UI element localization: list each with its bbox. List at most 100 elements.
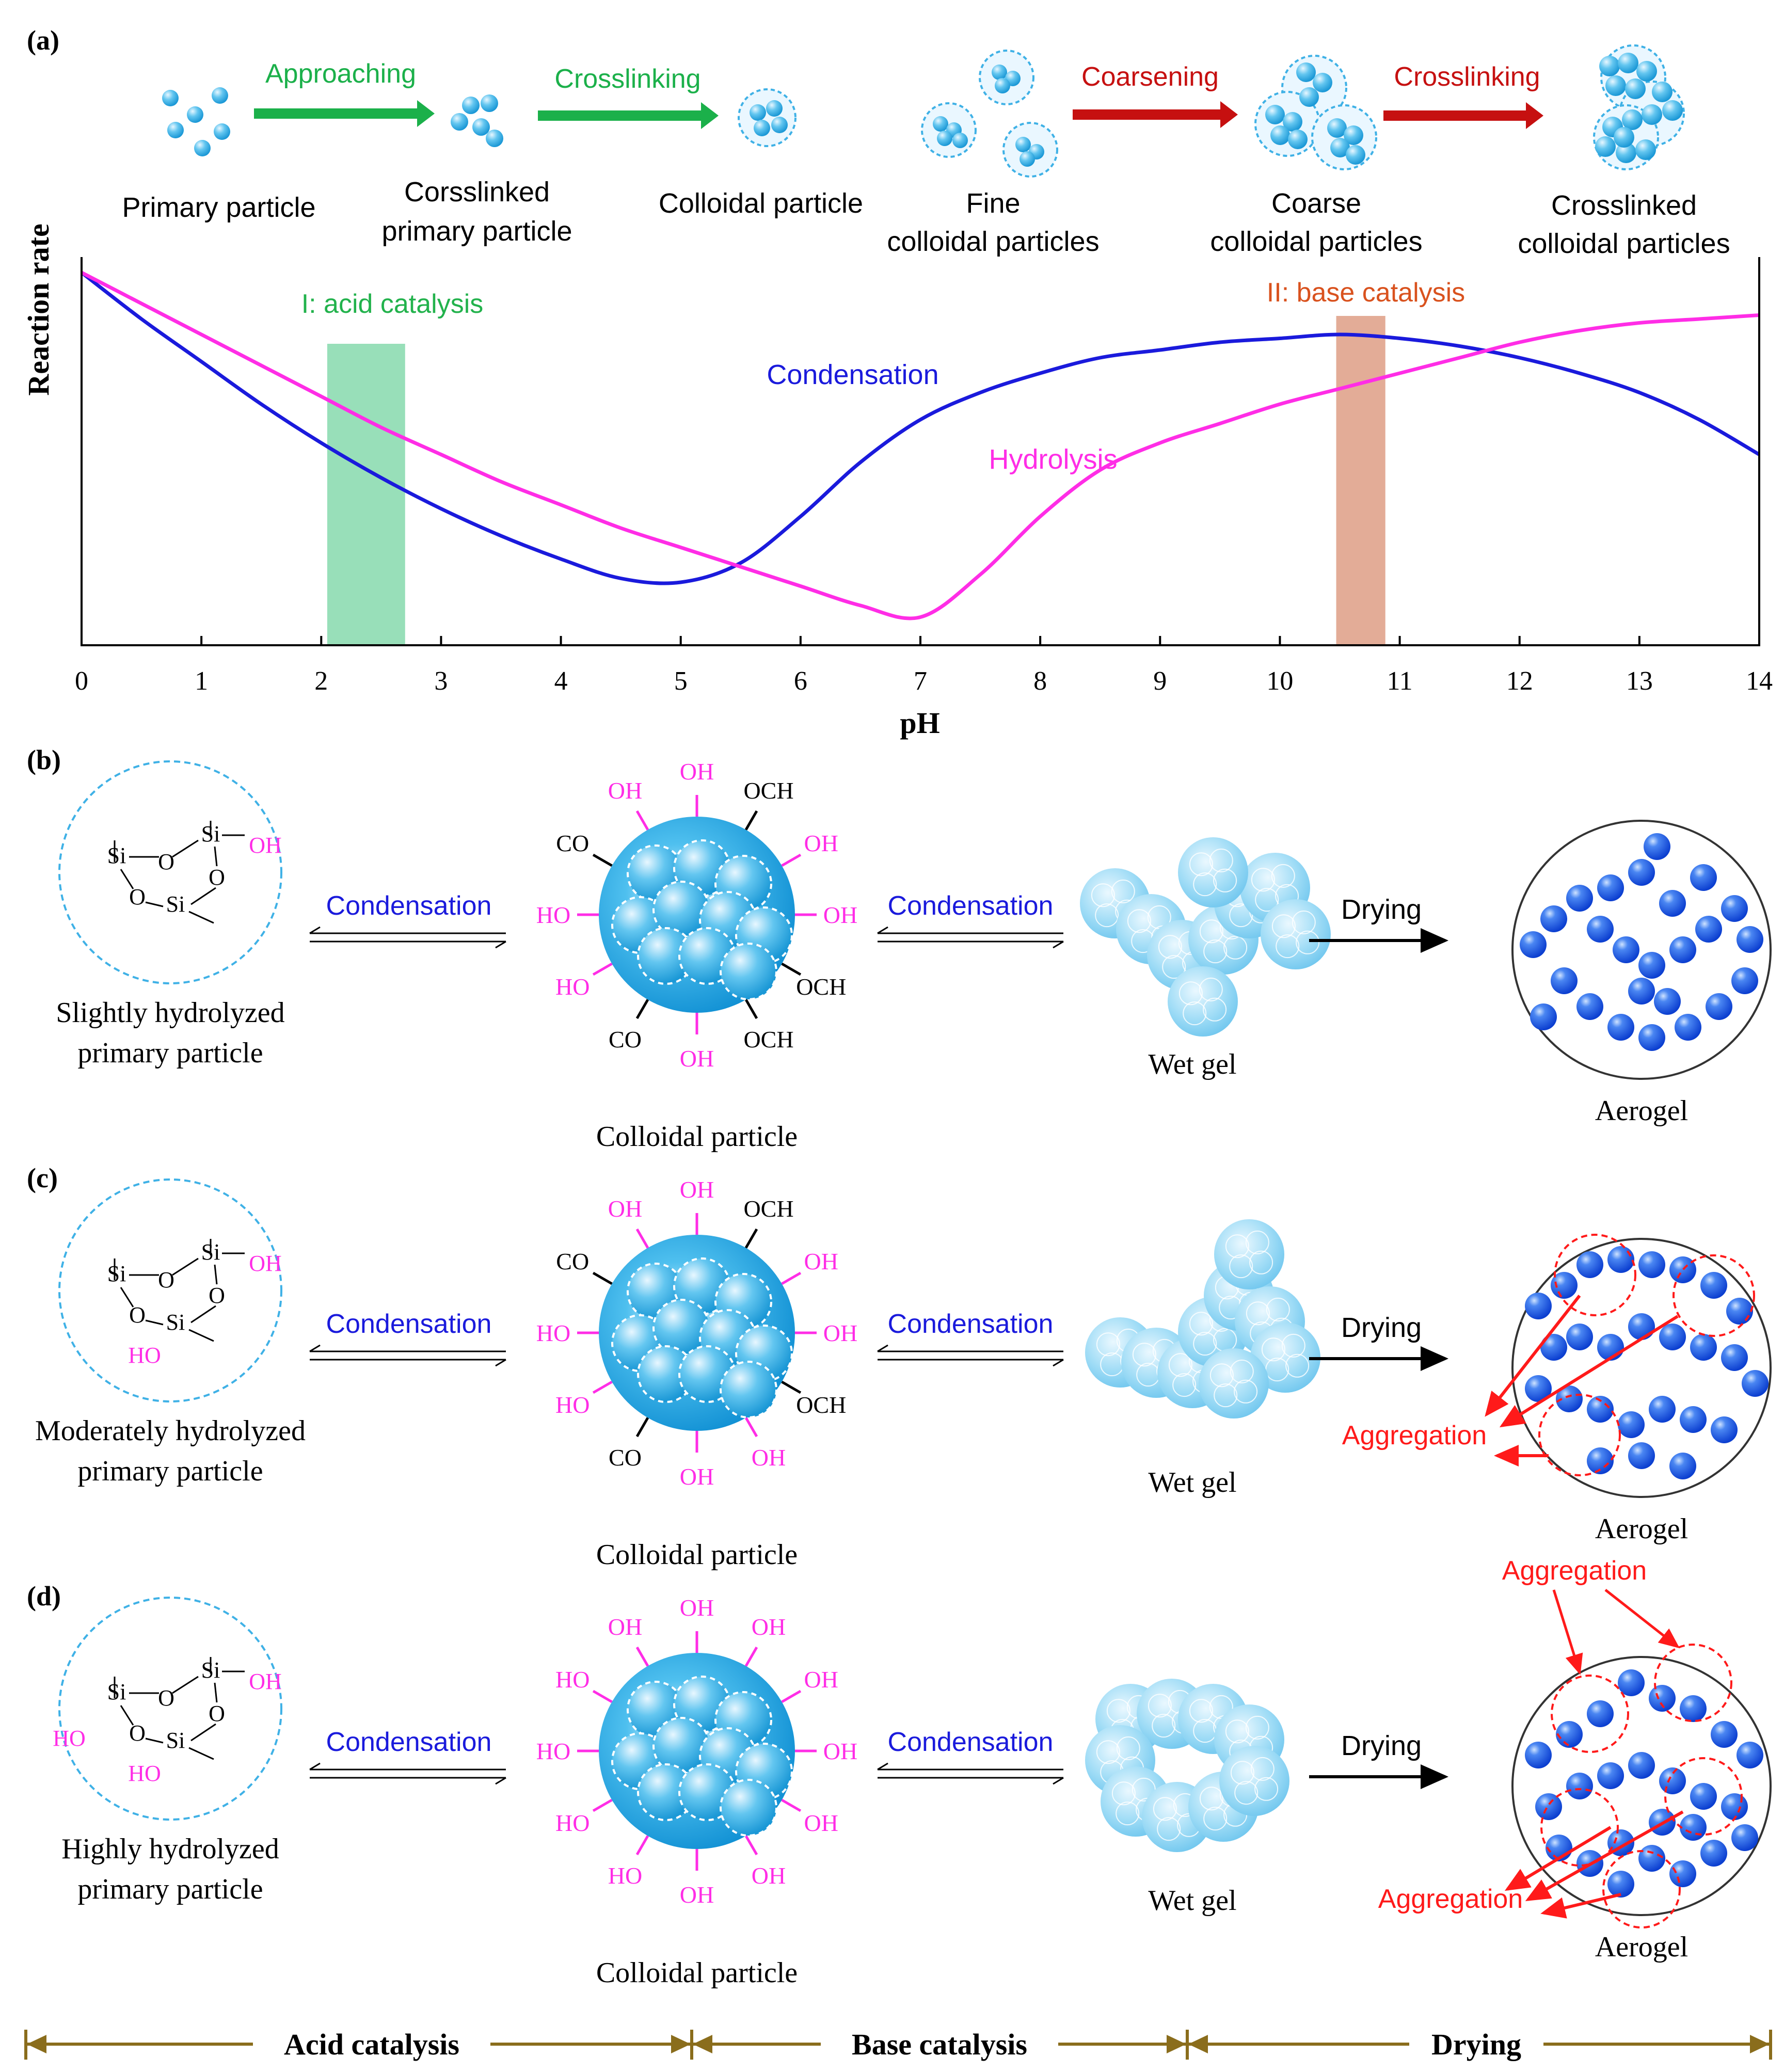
x-tick-label: 5 (674, 666, 688, 696)
aerogel-caption: Aerogel (1595, 1095, 1688, 1127)
aggregation-label: Aggregation (1378, 1884, 1523, 1914)
functional-group-label: CO (556, 1248, 589, 1274)
aerogel-particle (1654, 988, 1681, 1015)
label-acid-catalysis: I: acid catalysis (301, 289, 484, 319)
x-tick-label: 4 (554, 666, 568, 696)
caption-coarse-1: Coarse (1271, 188, 1361, 219)
aerogel-boundary (1511, 820, 1772, 1080)
label-coarsening: Coarsening (1081, 62, 1219, 92)
functional-group-label: OH (804, 830, 838, 856)
aerogel-particle (1525, 1742, 1552, 1768)
colloidal-caption: Colloidal particle (596, 1539, 798, 1571)
aggregation-label: Aggregation (1502, 1556, 1647, 1586)
aerogel-particle (1638, 952, 1665, 979)
functional-group-label: OH (608, 1614, 642, 1640)
aerogel-particle (1690, 1334, 1717, 1361)
aerogel-particle (1695, 916, 1722, 943)
functional-group-label: OH (752, 1862, 786, 1889)
aerogel-caption: Aerogel (1595, 1513, 1688, 1545)
functional-group-label: HO (555, 974, 590, 1000)
aerogel-particle (1628, 1313, 1655, 1340)
aerogel-boundary (1511, 1238, 1772, 1498)
functional-group-label: OCH (743, 777, 793, 804)
condensation-label-2: Condensation (888, 891, 1054, 921)
aggregation-circle (1664, 1757, 1743, 1836)
caption-crosslinked-primary-2: primary particle (381, 216, 572, 247)
functional-group-label: OH (804, 1810, 838, 1836)
aerogel-particle (1551, 1272, 1578, 1299)
aerogel-particle (1731, 1824, 1758, 1851)
aerogel-particle (1628, 978, 1655, 1005)
aggregation-circle (1551, 1675, 1629, 1753)
aerogel-particle (1607, 1871, 1634, 1898)
x-tick-label: 8 (1033, 666, 1047, 696)
bar-drying: Drying (1431, 2028, 1521, 2061)
caption-fine-2: colloidal particles (887, 226, 1099, 257)
x-tick-label: 3 (434, 666, 448, 696)
aerogel-particle (1680, 1406, 1707, 1433)
aggregation-circle (1672, 1254, 1755, 1337)
x-tick-label: 7 (914, 666, 927, 696)
arrow-crosslinking-1 (538, 102, 719, 129)
aerogel-particle (1530, 1003, 1557, 1030)
wet-gel-cluster (1085, 1219, 1320, 1418)
stage-crosslinked-primary-icon (451, 94, 503, 147)
aerogel-particle (1566, 1324, 1593, 1350)
aerogel-particle (1525, 1293, 1552, 1319)
primary-caption-2: primary particle (77, 1455, 263, 1487)
aggregation-label: Aggregation (1342, 1421, 1487, 1451)
hydroxyl-label: HO (128, 1761, 161, 1786)
region-base-catalysis (1336, 316, 1385, 644)
gel-particle (1214, 1219, 1284, 1289)
primary-caption-2: primary particle (77, 1873, 263, 1905)
aerogel-particle (1587, 1396, 1614, 1423)
functional-group-label: OH (680, 1463, 714, 1490)
aerogel-particle (1576, 993, 1603, 1020)
functional-group-label: CO (609, 1444, 642, 1471)
x-tick-label: 13 (1626, 666, 1653, 696)
caption-crosslinked-colloidal-1: Crosslinked (1551, 190, 1697, 221)
functional-group-label: OH (823, 1320, 857, 1346)
functional-group-label: OH (608, 1196, 642, 1222)
panel-label: (b) (27, 744, 61, 775)
aerogel-particle (1690, 864, 1717, 891)
colloidal-caption: Colloidal particle (596, 1121, 798, 1153)
wetgel-caption: Wet gel (1148, 1048, 1236, 1080)
panel-label: (c) (27, 1162, 58, 1193)
condensation-label-1: Condensation (326, 1309, 492, 1339)
aerogel-particle (1566, 1773, 1593, 1799)
aerogel-particle (1638, 1251, 1665, 1278)
functional-group-label: OCH (796, 974, 846, 1000)
label-crosslinking-1: Crosslinking (554, 64, 700, 94)
stage-primary-particle-icon (162, 87, 230, 156)
aggregation-circle (1654, 1644, 1732, 1722)
aggregation-circle (1540, 1788, 1619, 1867)
panel-a-label: (a) (27, 25, 59, 56)
functional-group-label: OH (804, 1666, 838, 1693)
stage-colloidal-particle-icon (738, 88, 797, 147)
aerogel-particle (1644, 833, 1670, 860)
gel-particle (1219, 1746, 1289, 1816)
functional-group-label: HO (555, 1810, 590, 1836)
functional-group-label: HO (608, 1862, 642, 1889)
bar-base-catalysis: Base catalysis (852, 2028, 1027, 2061)
aerogel-caption: Aerogel (1595, 1931, 1688, 1963)
aerogel-particle (1551, 967, 1578, 994)
aerogel-particle (1675, 1014, 1701, 1041)
functional-group-label: HO (536, 1320, 570, 1346)
hydroxyl-label: HO (53, 1726, 86, 1751)
arrow-coarsening (1073, 101, 1238, 128)
atom-label: O (129, 1720, 146, 1746)
functional-group-label: CO (556, 830, 589, 856)
panel-a: (a) (22, 25, 1773, 740)
x-tick-label: 10 (1266, 666, 1293, 696)
condensation-label-2: Condensation (888, 1309, 1054, 1339)
condensation-label-2: Condensation (888, 1727, 1054, 1757)
x-tick-label: 11 (1387, 666, 1413, 696)
